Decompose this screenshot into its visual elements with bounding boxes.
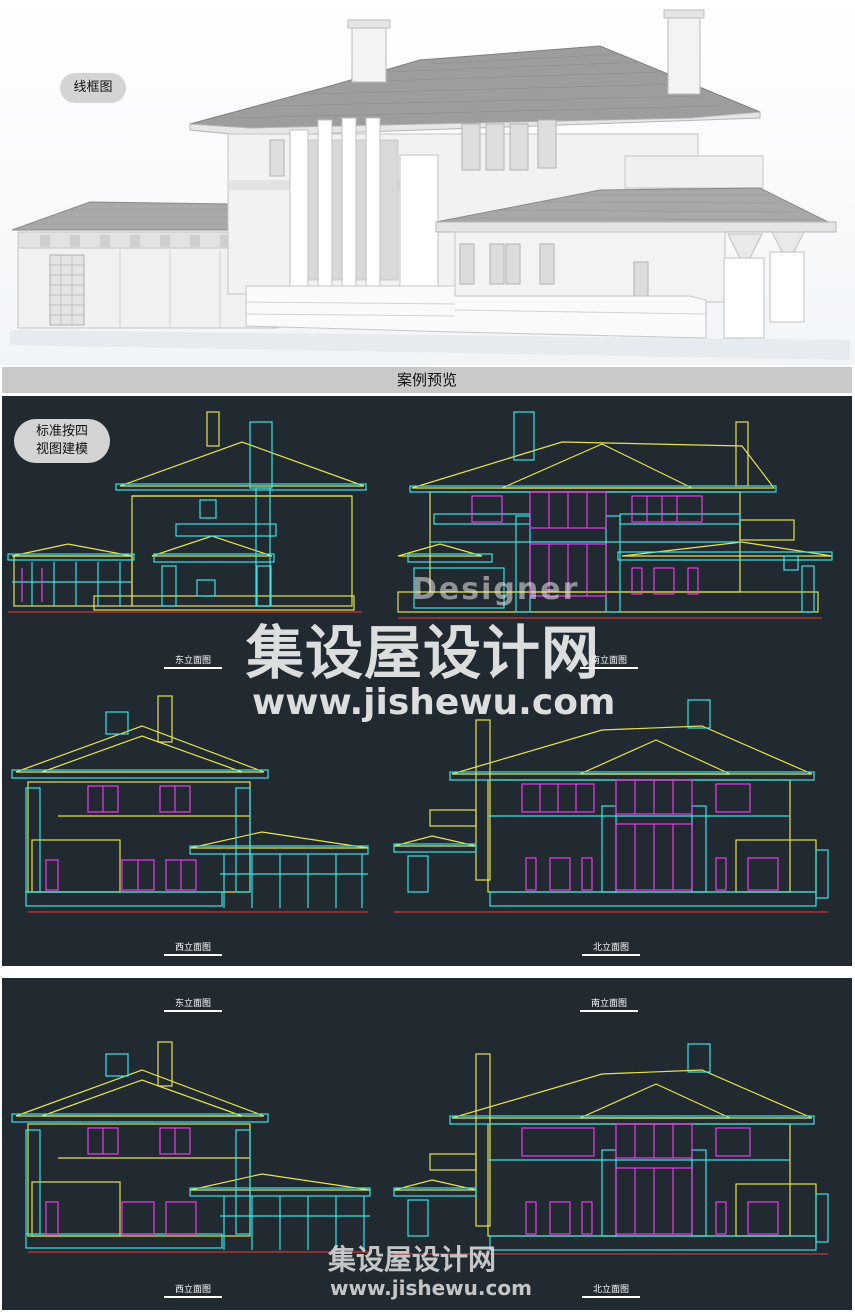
caption-south-elevation-2: 南立面图 (580, 996, 638, 1012)
preview-banner: 案例预览 (2, 367, 852, 393)
caption-west-elevation: 西立面图 (164, 940, 222, 956)
caption-east-elevation-2: 东立面图 (164, 996, 222, 1012)
watermark-site-name-2: 集设屋设计网 (328, 1243, 497, 1276)
caption-east-elevation: 东立面图 (164, 653, 222, 669)
caption-north-elevation: 北立面图 (582, 940, 640, 956)
villa-render-drawing (0, 0, 855, 365)
east-elevation-drawing (7, 411, 367, 613)
cad-elevations-panel-2 (2, 978, 852, 1310)
cad-elevation-drawings (7, 411, 833, 913)
cad-elevation-drawings-2 (11, 1041, 829, 1255)
north-elevation-drawing-2 (393, 1043, 829, 1255)
caption-north-elevation-2: 北立面图 (582, 1282, 640, 1298)
watermark-designer: Designer (412, 572, 580, 607)
wireframe-label: 线框图 (60, 73, 126, 103)
west-elevation-drawing (11, 695, 369, 913)
watermark-site-name: 集设屋设计网 (246, 619, 601, 687)
north-elevation-drawing (393, 699, 829, 913)
west-elevation-drawing-2 (11, 1041, 371, 1253)
south-elevation-drawing (397, 411, 833, 619)
caption-south-elevation: 南立面图 (580, 653, 638, 669)
modeling-method-label: 标准按四 视图建模 (14, 419, 110, 463)
watermark-url: www.jishewu.com (252, 682, 616, 723)
modeling-method-line1: 标准按四 (35, 424, 88, 439)
cad-elevations-panel (2, 396, 852, 966)
watermark-url-2: www.jishewu.com (330, 1276, 532, 1300)
villa-3d-render (0, 0, 855, 365)
caption-west-elevation-2: 西立面图 (164, 1282, 222, 1298)
modeling-method-line2: 视图建模 (35, 442, 88, 457)
